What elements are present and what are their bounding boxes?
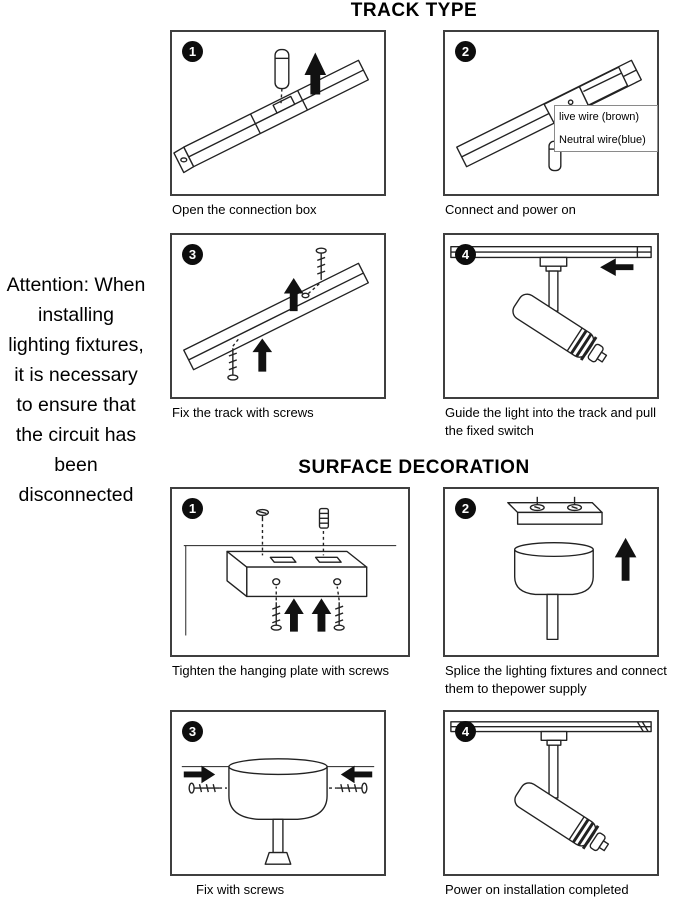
step-number-badge: 1 xyxy=(182,498,203,519)
step-panel-track-2: 2 live wire (brown) Neutral wire(blue) xyxy=(443,30,659,196)
up-arrow-icon xyxy=(311,598,332,632)
step-caption-track-2: Connect and power on xyxy=(445,202,576,217)
up-arrow-icon xyxy=(252,338,273,372)
illustration-fix-track-screws xyxy=(183,247,369,381)
step-panel-surface-3: 3 xyxy=(170,710,386,876)
step-caption-surface-2: Splice the lighting fixtures and connect… xyxy=(445,663,667,697)
step-number-badge: 3 xyxy=(182,244,203,265)
wire-labels-box: live wire (brown) Neutral wire(blue) xyxy=(554,105,658,152)
left-arrow-icon xyxy=(600,258,634,276)
section-title-track-type: TRACK TYPE xyxy=(350,0,478,21)
step-number-badge: 2 xyxy=(455,41,476,62)
illustration-splice-fixture xyxy=(507,496,637,641)
illustration-fix-with-screws xyxy=(181,758,375,865)
step-panel-track-1: 1 xyxy=(170,30,386,196)
step-caption-track-4: Guide the light into the track and pull … xyxy=(445,405,657,439)
step-number-badge: 1 xyxy=(182,41,203,62)
up-arrow-icon xyxy=(284,598,304,632)
step-number-badge: 2 xyxy=(455,498,476,519)
step-panel-track-3: 3 xyxy=(170,233,386,399)
up-arrow-icon xyxy=(304,52,327,95)
wire-label-live: live wire (brown) xyxy=(559,111,640,123)
right-arrow-icon xyxy=(183,765,216,784)
illustration-installation-complete xyxy=(450,721,652,852)
step-caption-track-1: Open the connection box xyxy=(172,202,317,217)
step-caption-track-3: Fix the track with screws xyxy=(172,405,314,420)
step-number-badge: 4 xyxy=(455,721,476,742)
step-panel-track-4: 4 xyxy=(443,233,659,399)
step-caption-surface-1: Tighten the hanging plate with screws xyxy=(172,663,390,678)
step-panel-surface-2: 2 xyxy=(443,487,659,657)
up-arrow-icon xyxy=(283,277,304,312)
attention-note: Attention: When installing lighting fixt… xyxy=(6,274,146,506)
illustration-guide-light-track xyxy=(450,246,652,363)
illustration-hanging-plate xyxy=(183,507,397,636)
illustration-open-connection-box xyxy=(173,48,369,174)
left-arrow-icon xyxy=(340,765,373,784)
step-caption-surface-4: Power on installation completed xyxy=(445,882,629,897)
step-number-badge: 3 xyxy=(182,721,203,742)
step-panel-surface-1: 1 xyxy=(170,487,410,657)
up-arrow-icon xyxy=(614,537,637,581)
step-number-badge: 4 xyxy=(455,244,476,265)
section-title-surface-decoration: SURFACE DECORATION xyxy=(298,457,530,478)
step-panel-surface-4: 4 xyxy=(443,710,659,876)
wire-label-neutral: Neutral wire(blue) xyxy=(559,134,646,146)
step-caption-surface-3: Fix with screws xyxy=(196,882,285,897)
